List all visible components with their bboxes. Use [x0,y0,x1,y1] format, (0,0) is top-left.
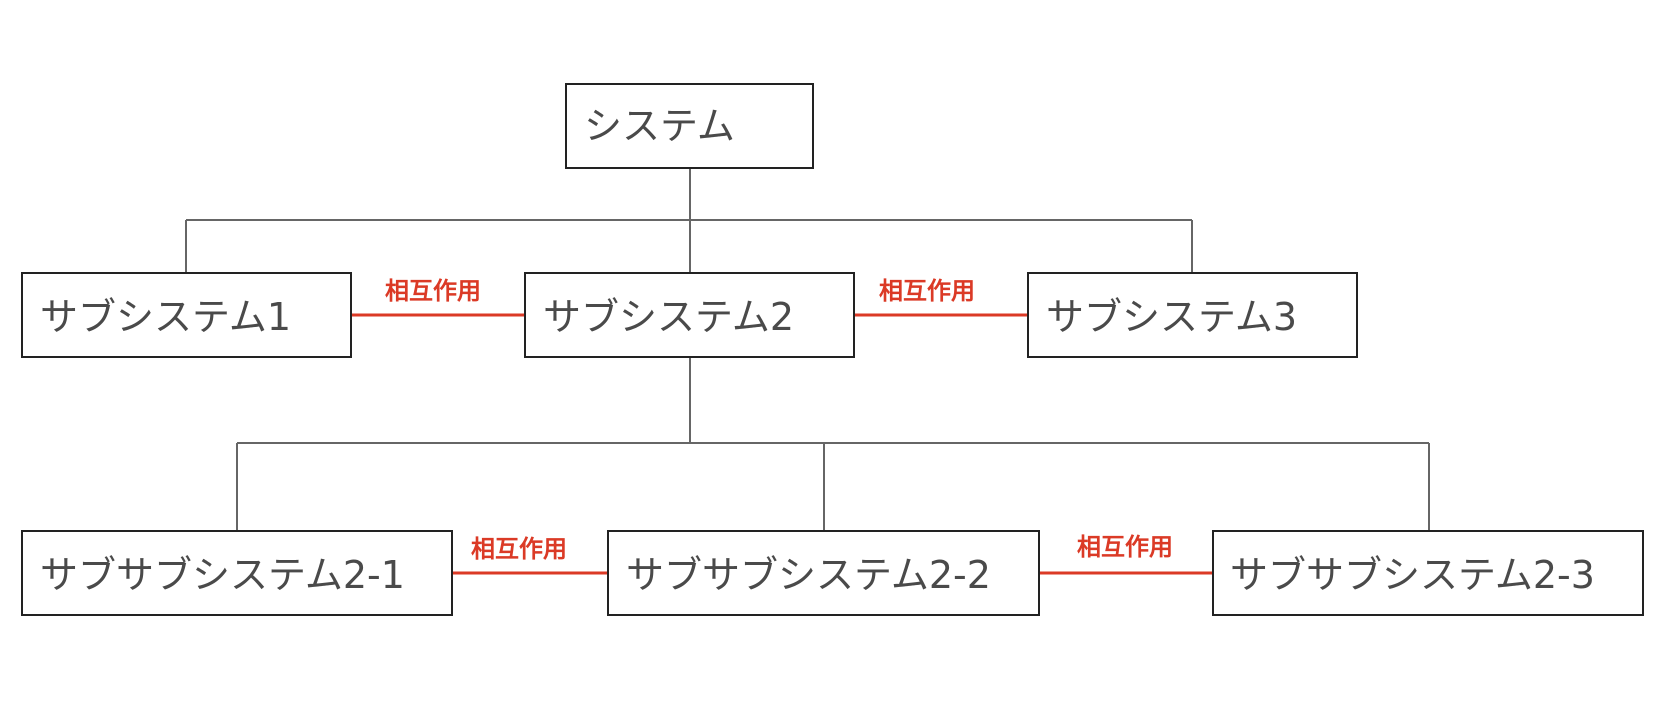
subsystem-3-label: サブシステム3 [1046,295,1297,339]
interaction-label-subsystem-1-2: 相互作用 [385,277,481,305]
subsubsystem-2-2-box [607,530,1040,616]
subsystem-2-box [524,272,855,358]
subsubsystem-2-2-label: サブサブシステム2-2 [626,553,991,597]
subsubsystem-2-1-box [21,530,453,616]
interaction-label-subsubsystem-1-2: 相互作用 [471,535,567,563]
system-label: システム [584,104,735,148]
subsystem-1-box [21,272,352,358]
interaction-label-subsubsystem-2-3: 相互作用 [1077,533,1173,561]
subsystem-3-box [1027,272,1358,358]
node-boxes [21,83,1644,616]
subsubsystem-2-3-label: サブサブシステム2-3 [1230,553,1595,597]
system-box [565,83,814,169]
subsystem-1-label: サブシステム1 [40,295,291,339]
tree-connectors [185,168,1430,531]
interaction-labels: 相互作用 相互作用 相互作用 相互作用 [385,277,1173,563]
interaction-lines [352,313,1213,575]
node-labels: システム サブシステム1 サブシステム2 サブシステム3 サブサブシステム2-1… [40,104,1595,597]
subsubsystem-2-3-box [1212,530,1644,616]
subsystem-2-label: サブシステム2 [543,295,794,339]
interaction-label-subsystem-2-3: 相互作用 [879,277,975,305]
subsubsystem-2-1-label: サブサブシステム2-1 [40,553,405,597]
